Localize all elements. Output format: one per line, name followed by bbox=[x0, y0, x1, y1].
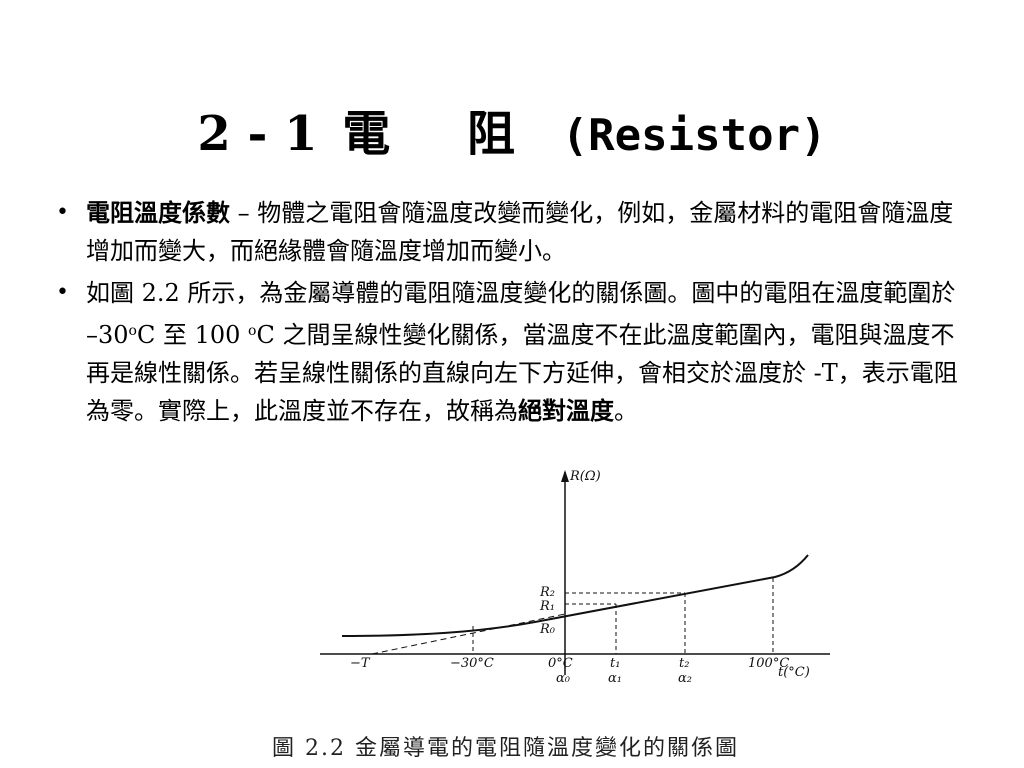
t-zero-label: 0°C bbox=[548, 656, 573, 671]
resistance-curve bbox=[341, 554, 809, 637]
degree-sup: o bbox=[248, 323, 257, 339]
bullet-text-c: C 之間呈線性變化關係，當溫度不在此溫度範圍內，電阻與溫度不再是線性關係。若呈線… bbox=[86, 321, 958, 425]
title-number: 2 - 1 bbox=[197, 106, 318, 162]
bullet-marker: • bbox=[56, 280, 69, 305]
degree-sup: o bbox=[128, 323, 137, 339]
figure-caption: 圖 2.2 金屬導電的電阻隨溫度變化的關係圖 bbox=[272, 736, 739, 761]
title-english: (Resistor) bbox=[561, 110, 827, 161]
extrapolation-line bbox=[371, 613, 566, 655]
r0-label: R₀ bbox=[539, 622, 556, 637]
y-axis-label: R(Ω) bbox=[569, 469, 601, 484]
bullet-text-b: C 至 100 bbox=[136, 321, 249, 349]
t100-label: 100°C bbox=[748, 656, 789, 671]
alpha2-label: α₂ bbox=[678, 671, 692, 686]
bullet-tail: 。 bbox=[614, 397, 638, 425]
y-axis-arrow bbox=[561, 470, 569, 482]
term-temperature-coefficient: 電阻溫度係數 bbox=[86, 198, 230, 227]
r2-label: R₂ bbox=[539, 585, 555, 600]
alpha1-label: α₁ bbox=[608, 671, 622, 686]
t1-label: t₁ bbox=[610, 656, 620, 671]
title-chinese: 電 阻 bbox=[342, 106, 545, 162]
resistance-temperature-figure: R(Ω) R₂ R₁ R₀ −T −30°C 0°C t₁ t₂ 100°C α… bbox=[300, 460, 860, 768]
t2-label: t₂ bbox=[679, 656, 689, 671]
bullet-item-1: • 電阻溫度係數 – 物體之電阻會隨溫度改變而變化，例如，金屬材料的電阻會隨溫度… bbox=[56, 194, 968, 270]
alpha0-label: α₀ bbox=[556, 671, 571, 686]
figure-graph: R(Ω) R₂ R₁ R₀ −T −30°C 0°C t₁ t₂ 100°C α… bbox=[320, 469, 830, 686]
neg-t-label: −T bbox=[350, 656, 371, 671]
r1-label: R₁ bbox=[539, 599, 555, 614]
slide-title: 2 - 1 電 阻 (Resistor) bbox=[0, 98, 1024, 172]
bullet-item-2: • 如圖 2.2 所示，為金屬導體的電阻隨溫度變化的關係圖。圖中的電阻在溫度範圍… bbox=[56, 274, 968, 430]
x-axis-label: t(°C) bbox=[778, 665, 810, 680]
t-neg30-label: −30°C bbox=[450, 656, 494, 671]
bullet-marker: • bbox=[56, 200, 69, 225]
bullet-text-a: 如圖 2.2 所示，為金屬導體的電阻隨溫度變化的關係圖。圖中的電阻在溫度範圍於 … bbox=[86, 279, 956, 349]
bullet-text: – 物體之電阻會隨溫度改變而變化，例如，金屬材料的電阻會隨溫度增加而變大，而絕緣… bbox=[86, 199, 954, 265]
bullet-list: • 電阻溫度係數 – 物體之電阻會隨溫度改變而變化，例如，金屬材料的電阻會隨溫度… bbox=[56, 194, 968, 434]
term-absolute-temperature: 絕對溫度 bbox=[518, 396, 614, 425]
